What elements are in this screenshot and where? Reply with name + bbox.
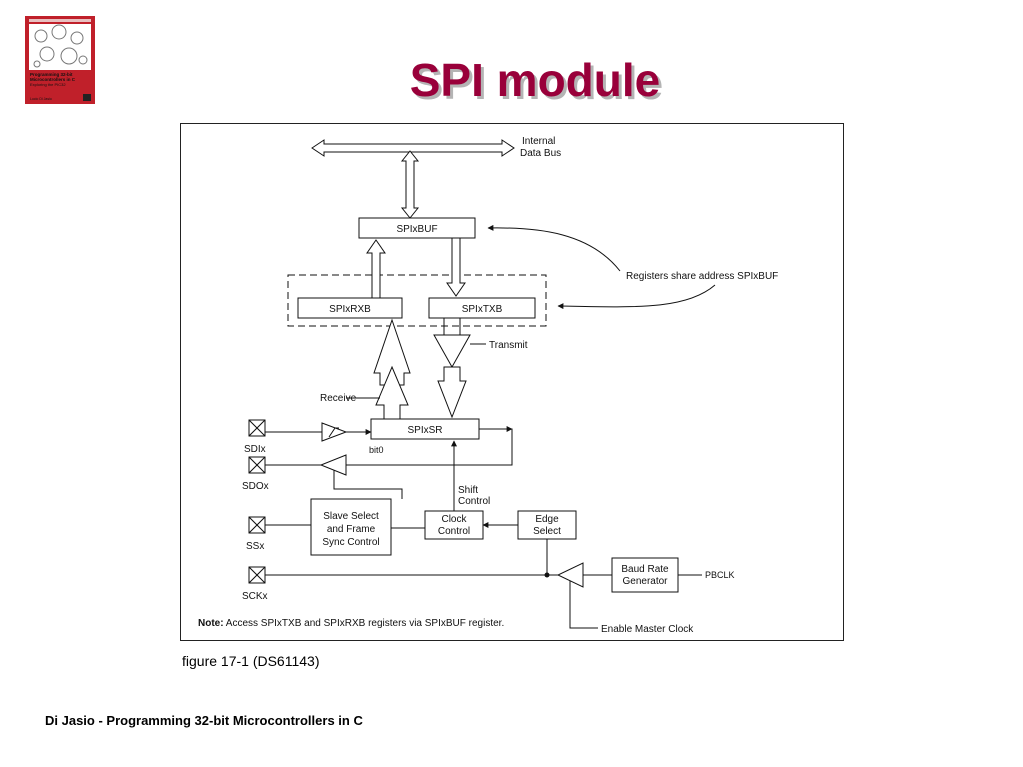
note-text: Access SPIxTXB and SPIxRXB registers via…: [224, 618, 505, 629]
buf-to-txb-arrow: [446, 237, 466, 297]
transmit-buffer: [433, 334, 471, 369]
ss-label-line3: Sync Control: [322, 537, 379, 548]
shift-label-line1: Shift: [458, 485, 478, 496]
edge-label-line2: Select: [533, 526, 561, 537]
bus-label-line1: Internal: [522, 136, 555, 147]
book-cover-image: Programming 32-bit Microcontrollers in C…: [25, 16, 95, 104]
spixrxb-label: SPIxRXB: [329, 304, 371, 315]
share-arrow-to-group: [557, 284, 716, 310]
sdi-label: SDIx: [244, 444, 266, 455]
ss-pin: [248, 516, 266, 534]
spi-block-diagram: Internal Data Bus SPIxBUF SPIxRXB SPIxTX…: [180, 123, 844, 641]
enable-clock-label: Enable Master Clock: [601, 624, 694, 635]
baud-label-line1: Baud Rate: [621, 564, 669, 575]
spixrxb-block: [297, 297, 403, 319]
slave-select-block: [310, 498, 392, 556]
pbclk-label: PBCLK: [705, 570, 735, 580]
clk-label-line2: Control: [438, 526, 470, 537]
txb-to-sr-arrow: [437, 366, 467, 419]
sdo-pin: [248, 456, 266, 474]
transmit-label: Transmit: [489, 340, 528, 351]
spixsr-label: SPIxSR: [407, 425, 442, 436]
sdi-input-buffer: [321, 422, 348, 442]
bit0-label: bit0: [369, 445, 384, 455]
figure-caption: figure 17-1 (DS61143): [182, 653, 320, 669]
data-bus-arrow: [311, 139, 515, 157]
slide-title: SPI module: [409, 54, 661, 106]
spixbuf-label: SPIxBUF: [396, 224, 437, 235]
clk-label-line1: Clock: [441, 514, 467, 525]
sdo-label: SDOx: [242, 481, 269, 492]
ss-pin-label: SSx: [246, 541, 264, 552]
ss-label-line2: and Frame: [327, 524, 376, 535]
spixbuf-block: [358, 217, 476, 239]
book-subtitle: Exploring the PIC32: [30, 82, 66, 87]
note-bold: Note:: [198, 618, 224, 629]
share-label: Registers share address SPIxBUF: [626, 271, 778, 282]
edge-label-line1: Edge: [535, 514, 559, 525]
baud-label-line2: Generator: [622, 576, 668, 587]
sck-pin: [248, 566, 266, 584]
slide-footer: Di Jasio - Programming 32-bit Microcontr…: [45, 713, 363, 728]
clock-control-block: [424, 510, 484, 540]
share-arrow-to-buf: [487, 224, 621, 272]
book-title-line1: Programming 32-bit: [30, 72, 73, 77]
ss-label-line1: Slave Select: [323, 511, 379, 522]
spixtxb-block: [428, 297, 536, 319]
diagram-note: Note: Access SPIxTXB and SPIxRXB registe…: [198, 618, 504, 629]
sck-label: SCKx: [242, 591, 268, 602]
shift-label-line2: Control: [458, 496, 490, 507]
receive-label: Receive: [320, 393, 357, 404]
rxb-to-buf-arrow: [366, 239, 386, 299]
book-title-line2: Microcontrollers in C: [30, 77, 76, 82]
spixtxb-label: SPIxTXB: [462, 304, 503, 315]
bus-label-line2: Data Bus: [520, 148, 561, 159]
baud-rate-generator-block: [611, 557, 679, 593]
book-author: Lucio Di Jasio: [30, 97, 52, 101]
sdi-pin: [248, 419, 266, 437]
